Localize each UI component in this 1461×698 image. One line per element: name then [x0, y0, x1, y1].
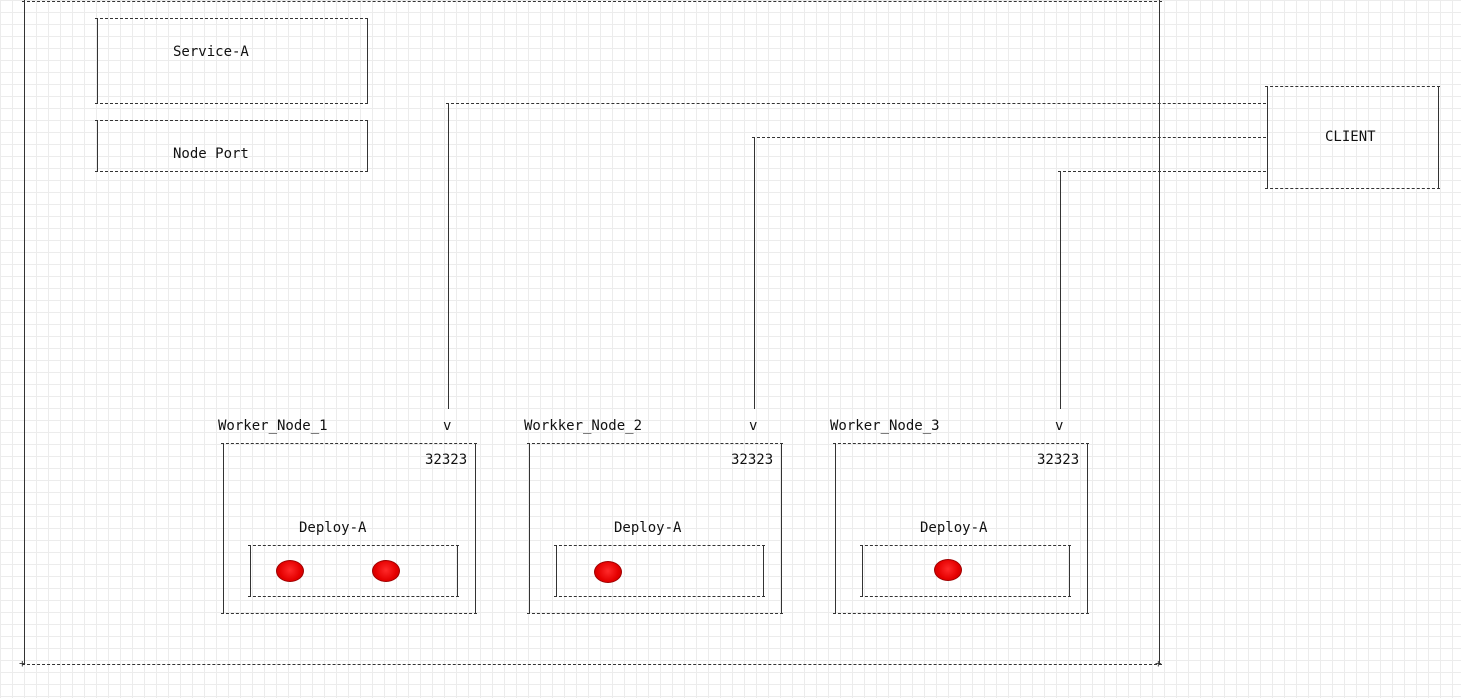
- cluster-frame-left: [24, 0, 25, 664]
- pod: [276, 560, 304, 582]
- worker-node-name: Workker_Node_2: [524, 418, 643, 434]
- worker-node-name: Worker_Node_3: [830, 418, 940, 434]
- worker-node-port: 32323: [731, 452, 774, 468]
- service-label: Service-A: [173, 44, 249, 60]
- pod: [372, 560, 400, 582]
- corner-plus: +: [1155, 657, 1162, 670]
- worker-node-port: 32323: [1037, 452, 1080, 468]
- deploy-label: Deploy-A: [920, 520, 988, 536]
- worker-node-port: 32323: [425, 452, 468, 468]
- arrow-down: v: [1055, 418, 1064, 434]
- corner-plus: +: [19, 657, 26, 670]
- cluster-frame-top: [22, 1, 1162, 2]
- worker-node-name: Worker_Node_1: [218, 418, 328, 434]
- cluster-frame-bottom: [22, 664, 1162, 665]
- nodeport-label: Node Port: [173, 146, 249, 162]
- pod: [594, 561, 622, 583]
- arrow-down: v: [749, 418, 758, 434]
- arrow-down: v: [443, 418, 452, 434]
- client-label: CLIENT: [1325, 129, 1376, 145]
- deploy-label: Deploy-A: [299, 520, 367, 536]
- pod: [934, 559, 962, 581]
- cluster-frame-right: [1159, 0, 1160, 664]
- deploy-label: Deploy-A: [614, 520, 682, 536]
